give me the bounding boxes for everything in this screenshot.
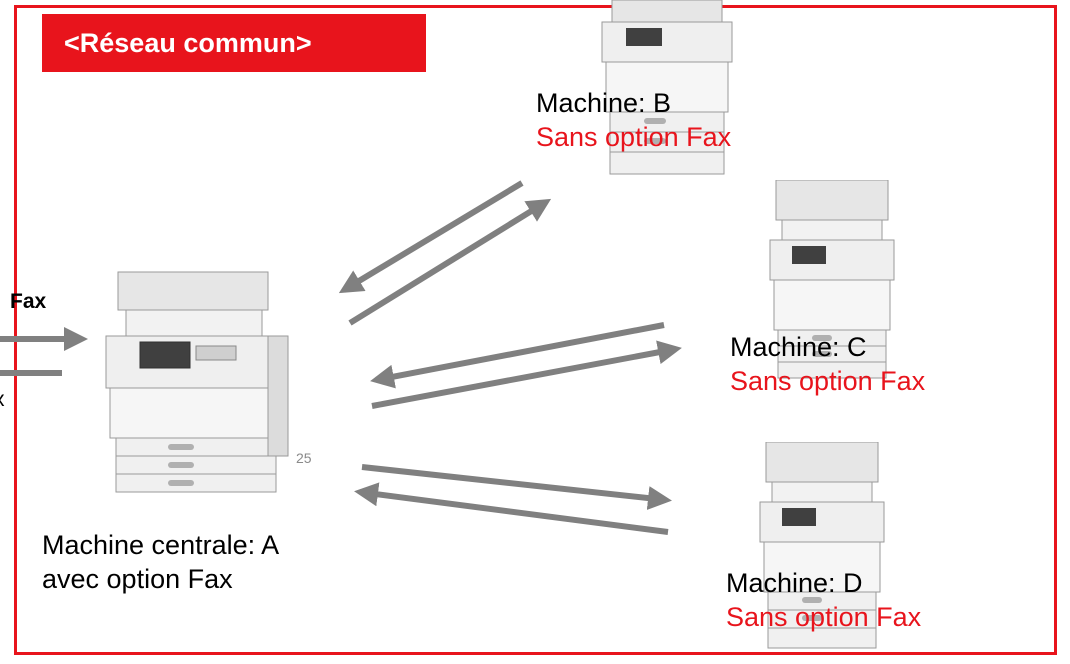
common-network-label: <Réseau commun> — [42, 14, 426, 72]
page-number: 25 — [296, 450, 312, 466]
machine-d-name: Machine: D — [726, 568, 863, 598]
machine-c-name: Machine: C — [730, 332, 867, 362]
printer-d-icon — [759, 442, 885, 649]
arrow-c-to-a — [370, 322, 665, 389]
common-network-frame — [14, 5, 1057, 655]
printer-b-icon — [601, 0, 733, 175]
arrow-d-to-a — [354, 482, 669, 535]
printer-a-icon — [105, 271, 289, 493]
machine-a-label: Machine centrale: A avec option Fax — [42, 528, 279, 596]
machine-c-label: Machine: C Sans option Fax — [730, 330, 925, 398]
arrow-a-to-d — [361, 464, 672, 510]
machine-a-name: Machine centrale: A — [42, 530, 280, 560]
machine-b-label: Machine: B Sans option Fax — [536, 86, 731, 154]
machine-b-name: Machine: B — [536, 88, 672, 118]
incoming-fax-label: Fax — [10, 290, 47, 313]
outgoing-fax-label: x — [0, 388, 5, 412]
machine-b-option: Sans option Fax — [536, 122, 732, 152]
arrow-a-to-c — [371, 340, 682, 409]
printer-c-icon — [769, 180, 895, 379]
arrow-b-to-a — [338, 180, 524, 294]
machine-c-option: Sans option Fax — [730, 366, 926, 396]
arrow-a-to-b — [348, 198, 552, 326]
machine-a-option: avec option Fax — [42, 564, 233, 594]
machine-d-label: Machine: D Sans option Fax — [726, 566, 921, 634]
machine-d-option: Sans option Fax — [726, 602, 922, 632]
